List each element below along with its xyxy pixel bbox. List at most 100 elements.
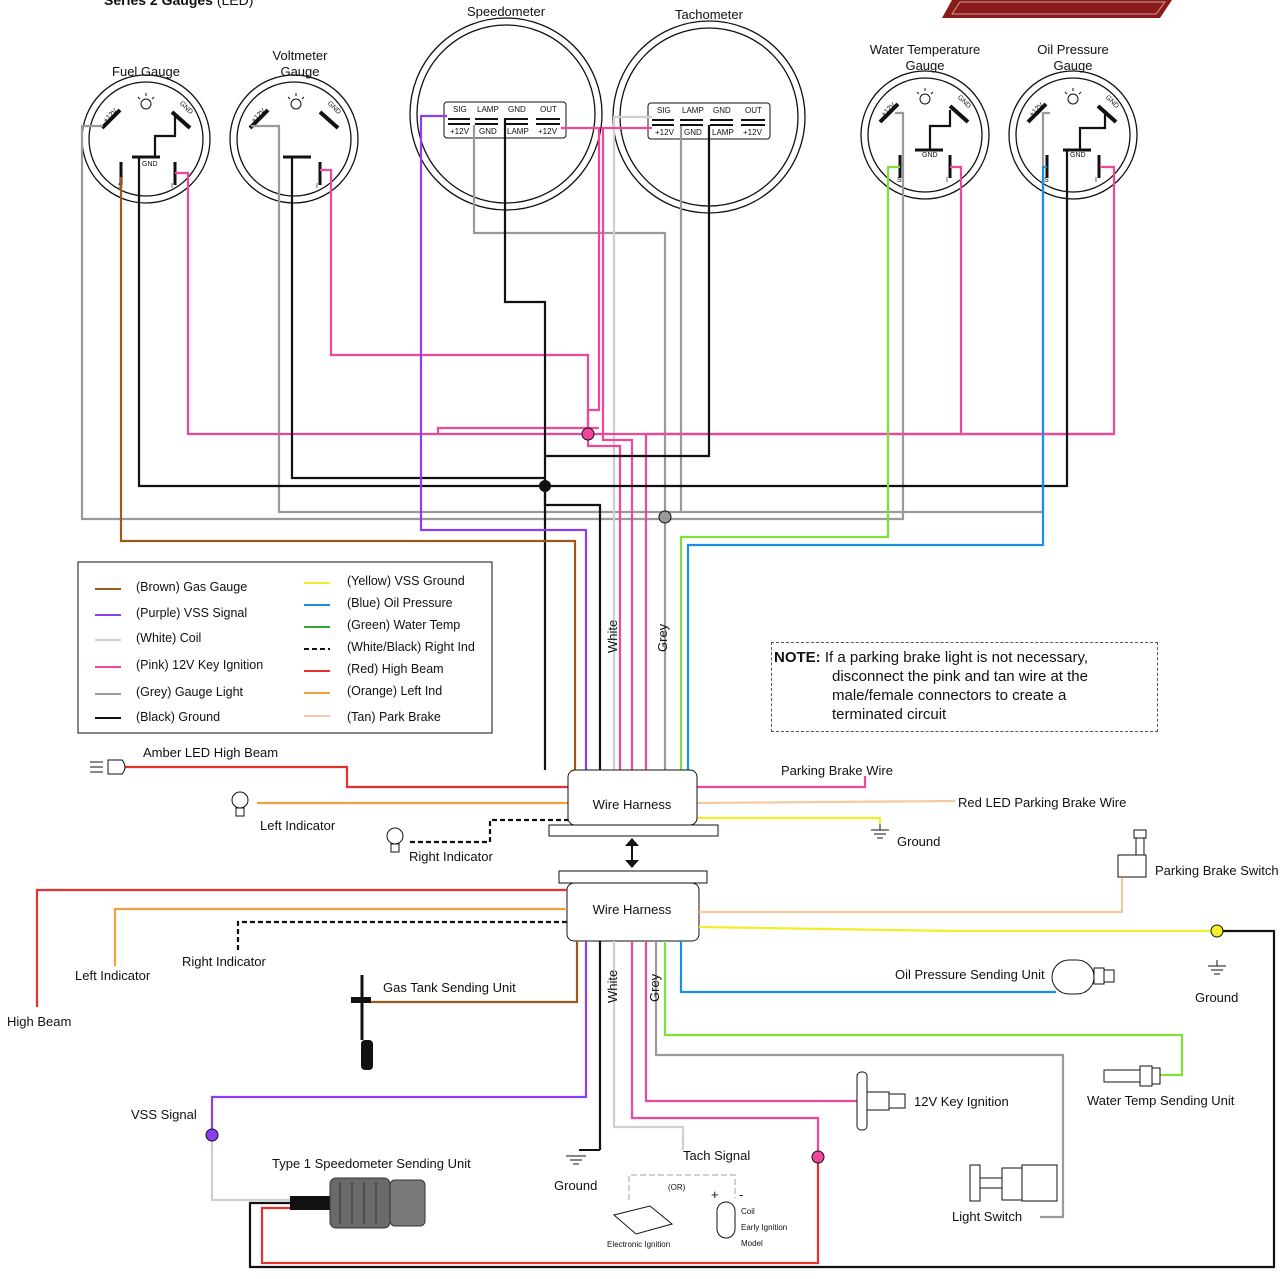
wire-harness-label-lower: Wire Harness: [593, 902, 672, 917]
gas-tank-sending-unit: Gas Tank Sending Unit: [351, 975, 516, 1070]
speedo-out: OUT: [540, 105, 557, 114]
lamp-icon: [137, 93, 155, 110]
voltmeter-label-2: Gauge: [280, 64, 319, 79]
fuel-i: I: [171, 183, 173, 190]
tach-signal: Tach Signal (OR) Electronic Ignition + -…: [607, 1148, 787, 1249]
tach-out: OUT: [745, 106, 762, 115]
lower-wires: White Grey: [35, 878, 1276, 1269]
amber-led-label: Amber LED High Beam: [143, 745, 278, 760]
speedo-gnd2: GND: [479, 127, 497, 136]
legend-item: (Green) Water Temp: [347, 618, 460, 632]
note-text-2: disconnect the pink and tan wire at the: [832, 668, 1088, 685]
legend-item: (Brown) Gas Gauge: [136, 580, 247, 594]
minus-label: -: [739, 1187, 743, 1202]
water-sending-label: Water Temp Sending Unit: [1087, 1093, 1235, 1108]
legend-item: (Yellow) VSS Ground: [347, 574, 465, 588]
parking-brake-wire-label: Parking Brake Wire: [781, 763, 893, 778]
model-label: Model: [741, 1239, 763, 1248]
legend-item: (Orange) Left Ind: [347, 684, 442, 698]
grey-wire-label-lower: Grey: [647, 973, 662, 1002]
water-label-1: Water Temperature: [870, 42, 981, 57]
oil-label-1: Oil Pressure: [1037, 42, 1109, 57]
brand-logo: [942, 0, 1172, 18]
wire-harness-label-upper: Wire Harness: [593, 797, 672, 812]
legend-item: (Blue) Oil Pressure: [347, 596, 453, 610]
legend-left: (Brown) Gas Gauge (Purple) VSS Signal (W…: [95, 580, 263, 724]
tach-12v2: +12V: [743, 128, 763, 137]
tach-12v: +12V: [655, 128, 675, 137]
ground-icon: [1208, 960, 1226, 975]
legend-item: (White/Black) Right Ind: [347, 640, 475, 654]
note-box: NOTE: If a parking brake light is not ne…: [771, 642, 1158, 732]
legend: (Brown) Gas Gauge (Purple) VSS Signal (W…: [77, 561, 493, 734]
vss-signal-label: VSS Signal: [131, 1107, 197, 1122]
speedo-lamp: LAMP: [477, 105, 499, 114]
water-i: I: [946, 177, 948, 184]
left-indicator-lower-label: Left Indicator: [75, 968, 151, 983]
fuel-gauge: Fuel Gauge +12V GND GND S I: [81, 64, 211, 204]
tach-lamp2: LAMP: [712, 128, 734, 137]
key-ignition: 12V Key Ignition: [856, 1071, 1009, 1131]
oil-s: S: [1044, 177, 1049, 184]
legend-item: (Tan) Park Brake: [347, 710, 441, 724]
key-ignition-label: 12V Key Ignition: [914, 1094, 1009, 1109]
tachometer-label: Tachometer: [675, 7, 744, 22]
right-indicator-label: Right Indicator: [409, 849, 493, 864]
upper-wires: White Grey: [80, 110, 1116, 770]
grey-wire-label: Grey: [655, 623, 670, 652]
tach-gnd2: GND: [684, 128, 702, 137]
ground-label-upper: Ground: [897, 834, 940, 849]
lamp-icon: [916, 88, 934, 105]
fuel-gauge-label: Fuel Gauge: [112, 64, 180, 79]
parking-brake-switch-label: Parking Brake Switch: [1155, 863, 1279, 878]
speedo-lamp2: LAMP: [507, 127, 529, 136]
speedometer-label: Speedometer: [467, 4, 546, 19]
oil-i: I: [1095, 177, 1097, 184]
ground-label-lower: Ground: [554, 1178, 597, 1193]
tachometer-gauge: Tachometer SIG LAMP GND OUT +12V GND LAM…: [612, 7, 806, 214]
plus-label: +: [711, 1187, 719, 1202]
oil-label-2: Gauge: [1053, 58, 1092, 73]
parking-brake-switch: Parking Brake Switch: [1117, 829, 1279, 878]
wire-harness-lower: Wire Harness: [558, 870, 708, 942]
volt-i: I: [316, 183, 318, 190]
ground-icon: [566, 1149, 600, 1165]
bulb-icon: [231, 791, 249, 817]
purple-junction: [205, 1128, 219, 1142]
grey-junction: [658, 510, 672, 524]
title-text: Series 2 Gauges: [104, 0, 213, 8]
note-text-4: terminated circuit: [832, 706, 947, 723]
lamp-icon: [287, 93, 305, 110]
legend-item: (Black) Ground: [136, 710, 220, 724]
or-label: (OR): [668, 1183, 686, 1192]
water-temp-sending-unit: Water Temp Sending Unit: [1087, 1065, 1235, 1108]
light-switch-label: Light Switch: [952, 1209, 1022, 1224]
yellow-junction: [1210, 924, 1224, 938]
connector-arrow: [625, 838, 639, 868]
oil-sending-label: Oil Pressure Sending Unit: [895, 967, 1045, 982]
tach-signal-label: Tach Signal: [683, 1148, 750, 1163]
tach-gnd: GND: [713, 106, 731, 115]
early-ignition-label: Early Ignition: [741, 1223, 787, 1232]
tach-lamp: LAMP: [682, 106, 704, 115]
oil-gnd2: GND: [1070, 152, 1086, 159]
legend-right: (Yellow) VSS Ground (Blue) Oil Pressure …: [304, 574, 475, 724]
bulb-icon: [386, 827, 404, 853]
note-text-3: male/female connectors to create a: [832, 687, 1067, 704]
led-bulb-icon: [90, 759, 126, 775]
coil-icon: [716, 1201, 736, 1239]
right-indicator-lower-label: Right Indicator: [182, 954, 266, 969]
speedo-12v2: +12V: [538, 127, 558, 136]
water-s: S: [897, 177, 902, 184]
pink-junction: [581, 427, 595, 441]
left-indicator-label: Left Indicator: [260, 818, 336, 833]
ground-label-right: Ground: [1195, 990, 1238, 1005]
water-temp-gauge: Water Temperature Gauge +12V GND GND S I: [860, 42, 990, 200]
ground-junction: [539, 480, 551, 492]
legend-item: (Red) High Beam: [347, 662, 444, 676]
ground-icon: [871, 824, 889, 839]
speedo-sig: SIG: [453, 105, 467, 114]
note-label: NOTE:: [774, 649, 821, 666]
voltmeter-label-1: Voltmeter: [273, 48, 329, 63]
